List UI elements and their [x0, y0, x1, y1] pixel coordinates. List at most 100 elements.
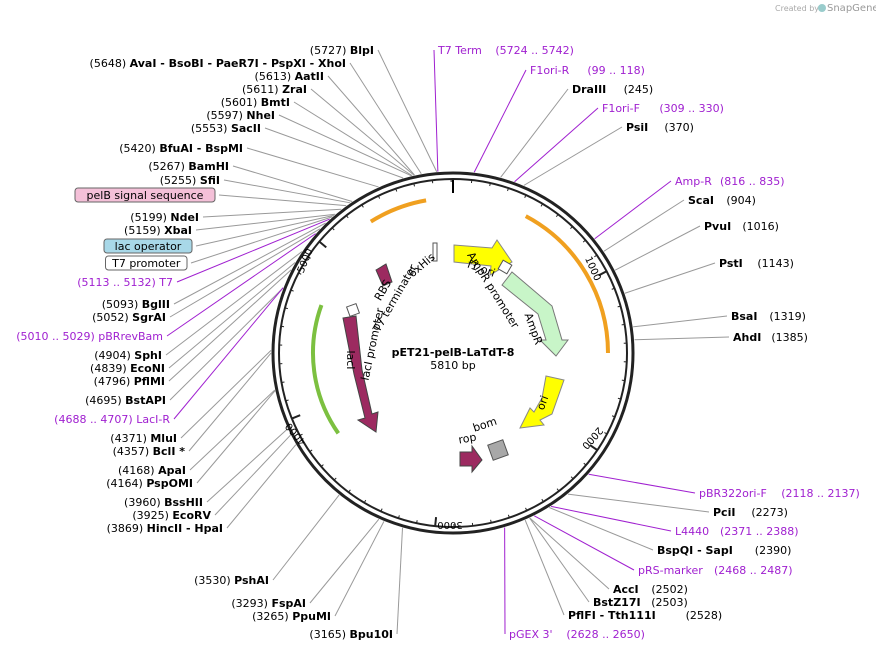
ampr-promoter-marker[interactable] — [497, 259, 513, 275]
tick-label: 3000 — [437, 519, 462, 530]
primer-label[interactable]: pGEX 3'(2628 .. 2650) — [509, 628, 645, 641]
enzyme-label[interactable]: (3960) BssHII — [124, 496, 203, 509]
svg-text:Amp-R: Amp-R — [675, 175, 712, 188]
enzyme-label[interactable]: (3925) EcoRV — [132, 509, 211, 522]
enzyme-label[interactable]: (5727) BlpI — [310, 44, 374, 57]
enzyme-label[interactable]: (5611) ZraI — [242, 83, 307, 96]
enzyme-label[interactable]: (5648) AvaI - BsoBI - PaeR7I - PspXI - X… — [90, 57, 346, 70]
enzyme-label[interactable]: BsaI(1319) — [731, 310, 806, 323]
primer-label[interactable]: F1ori-R(99 .. 118) — [530, 64, 645, 77]
tick-mark — [604, 432, 608, 435]
enzyme-label[interactable]: (4164) PspOMI — [106, 477, 193, 490]
enzyme-label[interactable]: (3530) PshAI — [194, 574, 269, 587]
enzyme-label[interactable]: (3265) PpuMI — [252, 610, 331, 623]
feature-label: bom — [471, 415, 498, 435]
enzyme-label[interactable]: (5601) BmtI — [221, 96, 290, 109]
leader-line — [433, 49, 439, 172]
enzyme-label[interactable]: (4904) SphI — [94, 349, 162, 362]
svg-text:(4688 .. 4707) LacI-R: (4688 .. 4707) LacI-R — [54, 413, 170, 426]
svg-text:(2273): (2273) — [751, 506, 788, 519]
leader-line — [500, 88, 569, 178]
primer-label[interactable]: (4688 .. 4707) LacI-R — [54, 413, 170, 426]
t7-terminator-marker[interactable] — [432, 242, 438, 262]
enzyme-label[interactable]: (5093) BglII — [102, 298, 170, 311]
primer-label[interactable]: L4440(2371 .. 2388) — [675, 525, 799, 538]
enzyme-label[interactable]: (5597) NheI — [206, 109, 275, 122]
primer-label[interactable]: (5113 .. 5132) T7 — [77, 276, 173, 289]
enzyme-label[interactable]: ScaI(904) — [688, 194, 756, 207]
enzyme-label[interactable]: (5267) BamHI — [148, 160, 229, 173]
leader-line — [169, 287, 284, 401]
svg-text:(4796) PflMI: (4796) PflMI — [94, 375, 165, 388]
rop-arrow[interactable] — [459, 444, 483, 474]
enzyme-label[interactable]: (5199) NdeI — [130, 211, 199, 224]
enzyme-label[interactable]: (4839) EcoNI — [90, 362, 165, 375]
svg-text:(5159) XbaI: (5159) XbaI — [124, 224, 192, 237]
tick-mark — [589, 444, 598, 451]
primer-label[interactable]: T7 Term(5724 .. 5742) — [437, 44, 574, 57]
enzyme-label[interactable]: (4695) BstAPI — [85, 394, 166, 407]
enzyme-label[interactable]: PstI(1143) — [719, 257, 794, 270]
enzyme-label[interactable]: (5420) BfuAI - BspMI — [119, 142, 243, 155]
enzyme-label[interactable]: (3165) Bpu10I — [309, 628, 393, 641]
ampr-arrow[interactable] — [501, 271, 569, 357]
primer-label[interactable]: (5010 .. 5029) pBRrevBam — [16, 330, 163, 343]
svg-text:pRS-marker: pRS-marker — [638, 564, 703, 577]
enzyme-label[interactable]: (4168) ApaI — [118, 464, 186, 477]
leader-line — [180, 349, 272, 439]
enzyme-label[interactable]: PvuI(1016) — [704, 220, 779, 233]
leader-line — [529, 517, 590, 603]
enzyme-label[interactable]: (5255) SfiI — [160, 174, 220, 187]
tick-mark — [617, 305, 621, 308]
rbs-marker[interactable] — [375, 263, 393, 287]
tick-mark — [380, 508, 383, 512]
svg-text:(1385): (1385) — [771, 331, 808, 344]
feature-box-label[interactable]: pelB signal sequence — [74, 187, 216, 203]
primer-label[interactable]: pBR322ori-F(2118 .. 2137) — [699, 487, 860, 500]
svg-text:(5727) BlpI: (5727) BlpI — [310, 44, 374, 57]
primer-label[interactable]: F1ori-F(309 .. 330) — [602, 102, 724, 115]
tick-mark — [594, 254, 598, 258]
leader-line — [246, 147, 379, 188]
enzyme-label[interactable]: (5052) SgrAI — [92, 311, 166, 324]
enzyme-label[interactable]: PciI(2273) — [713, 506, 788, 519]
leader-line — [264, 127, 404, 179]
bom-box[interactable] — [487, 439, 509, 461]
snapgene-logo: SnapGene — [818, 3, 876, 14]
enzyme-label[interactable]: (5613) AatII — [255, 70, 324, 83]
enzyme-label[interactable]: PflFI - Tth111I(2528) — [568, 609, 722, 622]
svg-text:(4695) BstAPI: (4695) BstAPI — [85, 394, 166, 407]
enzyme-label[interactable]: (4371) MluI — [110, 432, 177, 445]
enzyme-label[interactable]: (4796) PflMI — [94, 375, 165, 388]
tick-mark — [489, 182, 491, 187]
tick-mark — [413, 183, 415, 187]
svg-text:(4164) PspOMI: (4164) PspOMI — [106, 477, 193, 490]
enzyme-label[interactable]: (3869) HincII - HpaI — [107, 522, 223, 535]
primer-label[interactable]: pRS-marker(2468 .. 2487) — [638, 564, 793, 577]
laci-arrow[interactable] — [342, 315, 379, 433]
enzyme-label[interactable]: (5159) XbaI — [124, 224, 192, 237]
leader-line — [272, 494, 340, 581]
enzyme-label[interactable]: DraIII(245) — [572, 83, 653, 96]
enzyme-label[interactable]: BstZ17I(2503) — [593, 596, 688, 609]
laci-promoter-marker[interactable] — [345, 302, 361, 318]
svg-text:AhdI: AhdI — [733, 331, 761, 344]
enzyme-label[interactable]: (5553) SacII — [191, 122, 261, 135]
enzyme-label[interactable]: (3293) FspAI — [231, 597, 306, 610]
svg-text:(5199) NdeI: (5199) NdeI — [130, 211, 199, 224]
enzyme-label[interactable]: (4357) BclI * — [113, 445, 186, 458]
enzyme-label[interactable]: BspQI - SapI(2390) — [657, 544, 791, 557]
orange-arc-right — [524, 214, 610, 354]
svg-text:(309 .. 330): (309 .. 330) — [659, 102, 724, 115]
ori-arrow[interactable] — [519, 375, 565, 429]
enzyme-label[interactable]: AhdI (1385) — [733, 331, 808, 344]
enzyme-label[interactable]: PsiI(370) — [626, 121, 694, 134]
tick-mark — [348, 489, 351, 493]
feature-box-label[interactable]: T7 promoter — [105, 255, 188, 271]
svg-text:(3165) Bpu10I: (3165) Bpu10I — [309, 628, 393, 641]
primer-label[interactable]: Amp-R(816 .. 835) — [675, 175, 785, 188]
enzyme-label[interactable]: AccI(2502) — [613, 583, 688, 596]
feature-box-label[interactable]: lac operator — [103, 238, 193, 254]
